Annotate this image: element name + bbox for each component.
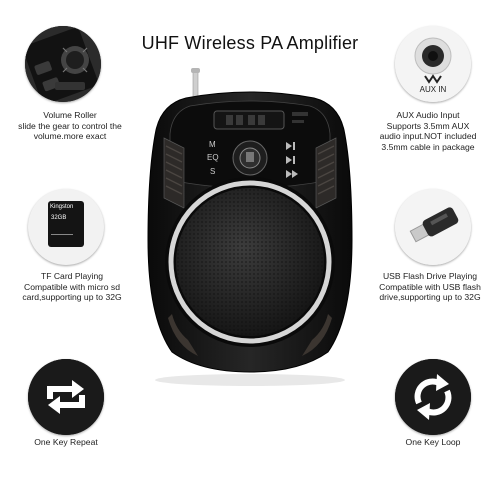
usb-drive-icon bbox=[395, 189, 471, 265]
usb-flash-image bbox=[395, 189, 471, 265]
repeat-image bbox=[28, 359, 104, 435]
volume-roller-icon bbox=[25, 26, 101, 102]
card-size-label: 32GB bbox=[51, 215, 67, 221]
foot-right bbox=[302, 314, 332, 356]
aux-in-label: AUX IN bbox=[419, 85, 447, 94]
playback-buttons bbox=[286, 142, 298, 178]
aux-input-image: AUX IN bbox=[395, 26, 471, 102]
card-brand-label: Kingston bbox=[50, 204, 74, 210]
usb-slot bbox=[292, 112, 308, 116]
button-m-label[interactable]: M bbox=[209, 140, 216, 149]
tf-card-icon: Kingston 32GB bbox=[48, 201, 84, 247]
volume-roller-caption: Volume Roller slide the gear to control … bbox=[18, 110, 122, 142]
loop-image bbox=[395, 359, 471, 435]
aux-jack-icon bbox=[395, 26, 471, 102]
tf-card-caption: TF Card Playing Compatible with micro sd… bbox=[22, 271, 122, 303]
antenna bbox=[191, 68, 200, 101]
button-s-label[interactable]: S bbox=[210, 167, 216, 176]
left-vent bbox=[163, 137, 185, 209]
volume-knob-marker bbox=[246, 152, 254, 162]
reflection bbox=[155, 374, 345, 386]
speaker-ring bbox=[168, 180, 332, 344]
loop-icon bbox=[395, 359, 471, 435]
tf-slot bbox=[292, 120, 304, 123]
loop-caption: One Key Loop bbox=[405, 437, 461, 447]
repeat-icon bbox=[28, 359, 104, 435]
usb-flash-caption: USB Flash Drive Playing Compatible with … bbox=[379, 271, 481, 303]
foot-left bbox=[168, 314, 198, 356]
tf-card-image: Kingston 32GB bbox=[28, 189, 104, 265]
aux-input-caption: AUX Audio Input Supports 3.5mm AUX audio… bbox=[379, 110, 477, 152]
led-digits bbox=[226, 115, 265, 125]
page-title: UHF Wireless PA Amplifier bbox=[141, 33, 359, 53]
repeat-caption: One Key Repeat bbox=[34, 437, 98, 447]
right-vent bbox=[315, 137, 337, 209]
button-eq-label[interactable]: EQ bbox=[207, 153, 219, 162]
volume-roller-image bbox=[25, 26, 101, 102]
